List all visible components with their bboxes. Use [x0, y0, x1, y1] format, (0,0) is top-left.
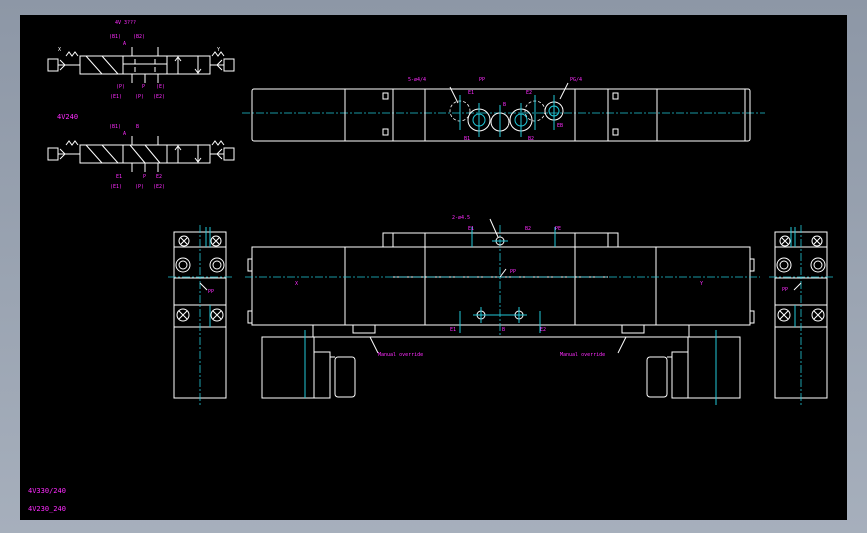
symbol-top-heading: 4V 3???: [115, 20, 136, 26]
cad-viewport[interactable]: 4V 3??? (B1) A (B2) X Y: [20, 15, 847, 520]
valve-symbol-top: 4V 3??? (B1) A (B2) X Y: [47, 20, 235, 100]
port-label: (B1): [109, 124, 121, 130]
port-label: B: [136, 124, 139, 130]
sub-label: (E2): [153, 184, 165, 190]
top-view-label: PP: [479, 77, 485, 83]
model-label: 4V230_240: [28, 505, 66, 513]
side-label-x: X: [58, 47, 61, 53]
cad-drawing: 4V 3??? (B1) A (B2) X Y: [28, 20, 833, 513]
valve-symbol-bottom: 4V240 (B1) A B E1 P E2 (E1) (P) (E2): [47, 113, 235, 190]
manual-override-note: Manual override: [378, 352, 423, 358]
top-view-label: EB: [557, 123, 563, 129]
top-view-label: E1: [468, 90, 474, 96]
front-view-label: E1: [468, 226, 474, 232]
port-label: A: [123, 41, 126, 47]
port-label: (B2): [133, 34, 145, 40]
front-view-label: PE: [555, 226, 561, 232]
top-view-label: 5-ø4/4: [408, 77, 426, 83]
side-view-label: PP: [208, 289, 214, 295]
front-view-label: E2: [540, 327, 546, 333]
port-label: A: [123, 131, 126, 137]
top-view-label: PG/4: [570, 77, 582, 83]
sub-label: (E1): [110, 94, 122, 100]
port-label: P: [142, 84, 145, 90]
port-label: E1: [116, 174, 122, 180]
sub-label: (P): [135, 184, 144, 190]
top-view-label: E2: [526, 90, 532, 96]
front-view: 2-ø4.5 E1 B2 PE PP X Y E1 B E2 Manual ov…: [245, 215, 760, 405]
top-view-label: B: [503, 102, 506, 108]
front-view-label: 2-ø4.5: [452, 215, 470, 221]
front-view-label: B2: [525, 226, 531, 232]
top-view-label: B1: [464, 136, 470, 142]
sub-label: (E1): [110, 184, 122, 190]
manual-override-note: Manual override: [560, 352, 605, 358]
top-view-label: B2: [528, 136, 534, 142]
sub-label: (E2): [153, 94, 165, 100]
sub-label: (P): [135, 94, 144, 100]
front-view-label: E1: [450, 327, 456, 333]
symbol-bottom-heading: 4V240: [57, 113, 78, 121]
port-label: (B1): [109, 34, 121, 40]
left-side-view: PP: [168, 225, 232, 405]
port-label: (E): [156, 84, 165, 90]
side-label-y: Y: [217, 47, 220, 53]
front-view-label: PP: [510, 269, 516, 275]
top-view: 5-ø4/4 PP PG/4 E1 B E2 B1 B2 EB: [242, 77, 765, 142]
model-label: 4V330/240: [28, 487, 66, 495]
front-view-label: B: [502, 327, 505, 333]
port-label: (P): [116, 84, 125, 90]
front-view-label: Y: [700, 281, 703, 287]
port-label: P: [143, 174, 146, 180]
port-label: E2: [156, 174, 162, 180]
front-view-label: X: [295, 281, 298, 287]
right-side-view: PP: [769, 225, 833, 405]
side-view-label: PP: [782, 287, 788, 293]
